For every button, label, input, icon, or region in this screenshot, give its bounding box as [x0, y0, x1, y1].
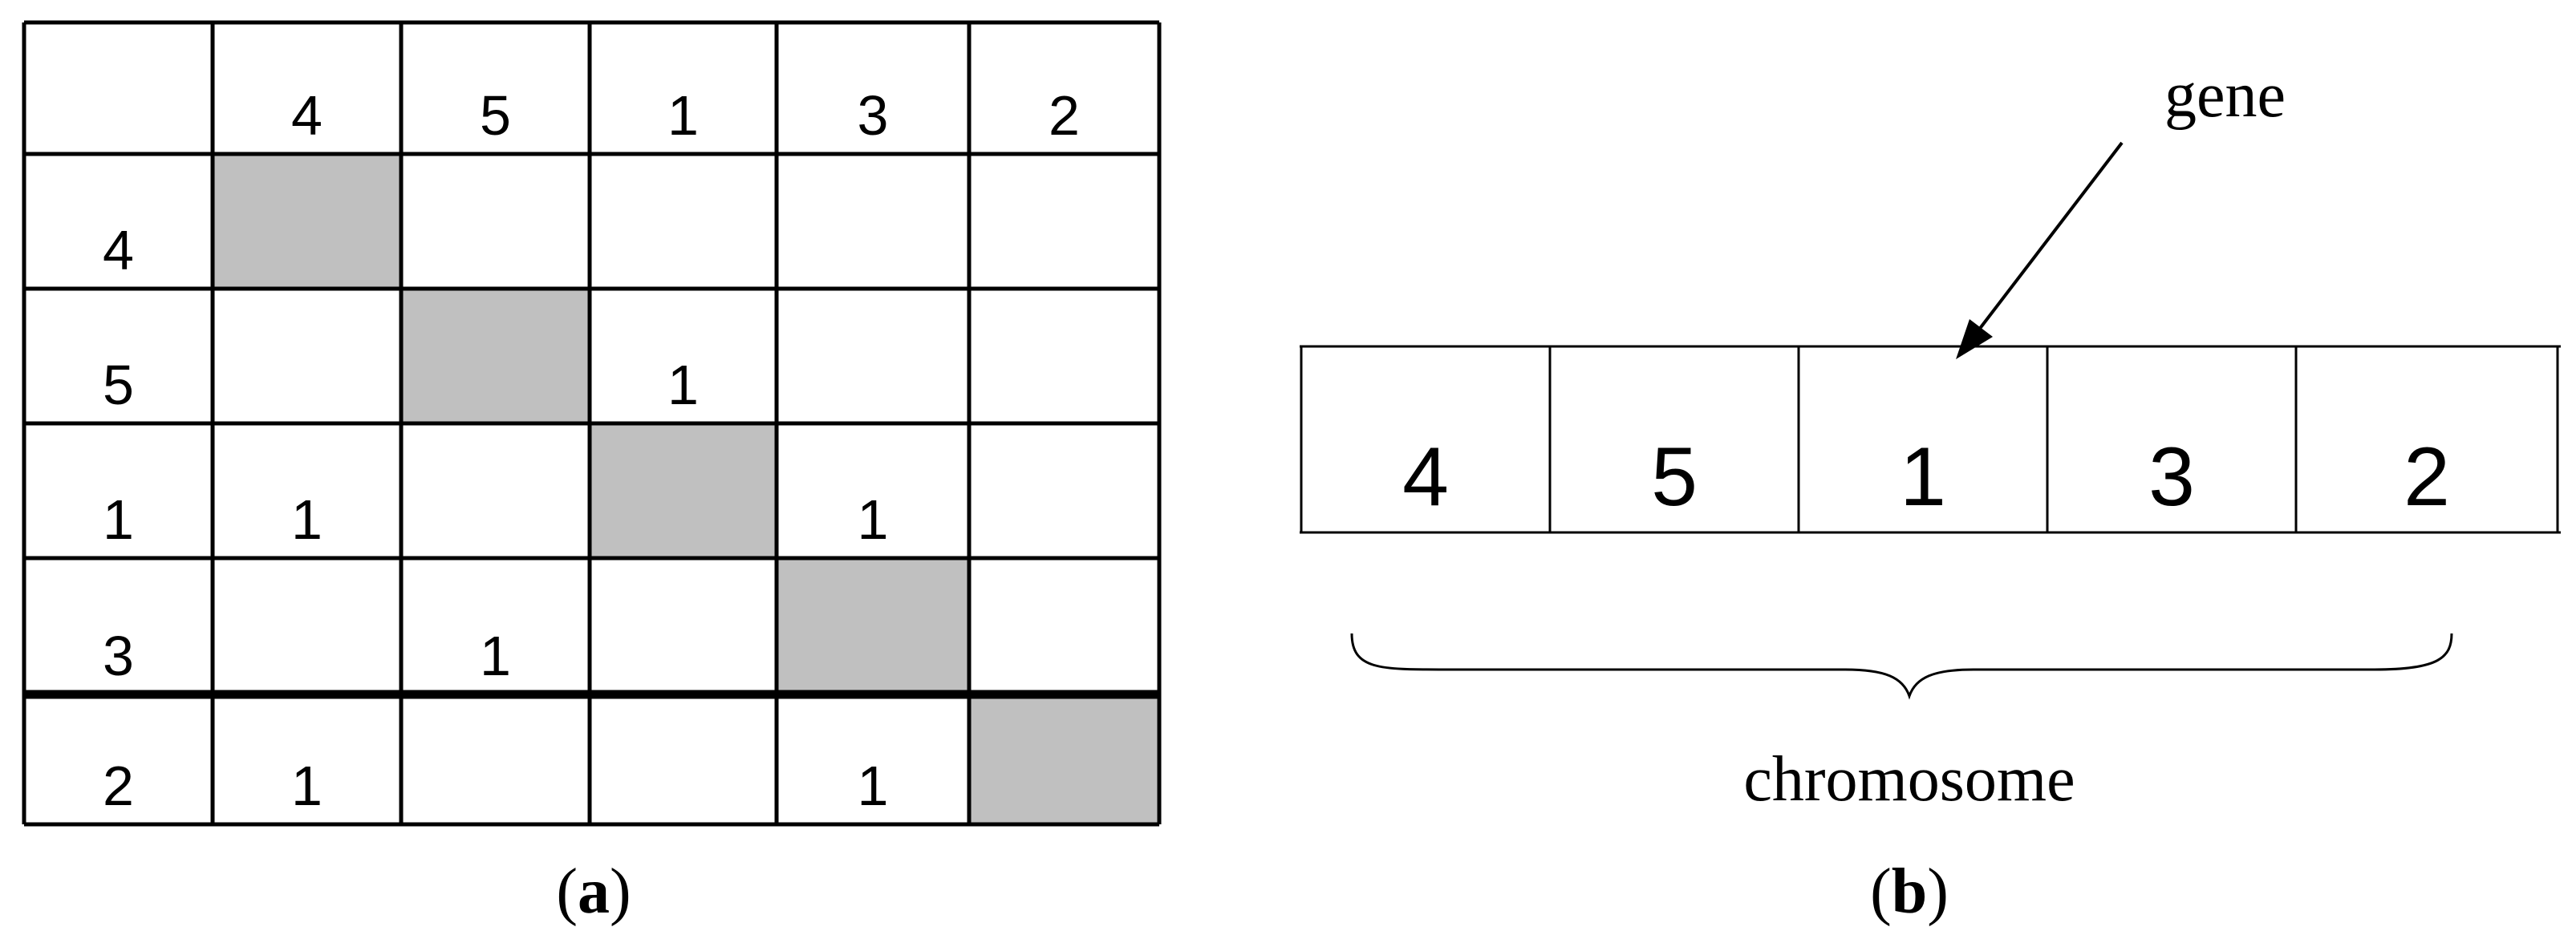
panel-b-label: (b) — [1870, 856, 1949, 927]
panel-a-label: (a) — [556, 856, 631, 927]
gene-value: 5 — [1651, 431, 1698, 524]
col-header: 1 — [667, 84, 699, 147]
diagonal-cell — [401, 289, 590, 423]
matrix-cell-value: 1 — [480, 625, 511, 687]
diagonal-cell — [213, 154, 401, 289]
col-header: 3 — [858, 84, 889, 147]
panel-b-letter: b — [1892, 856, 1928, 927]
col-header: 5 — [480, 84, 511, 147]
panel-a-letter: a — [578, 856, 610, 927]
gene-value: 2 — [2404, 431, 2450, 524]
matrix-cell-value: 1 — [667, 354, 699, 416]
chromosome-label: chromosome — [1743, 744, 2075, 815]
gene-arrow-head — [1956, 319, 1993, 359]
panel-b-chromosome: 4 5 1 3 2 gene chromosome — [1300, 60, 2561, 815]
row-header: 1 — [103, 488, 134, 551]
matrix-cell-value: 1 — [858, 488, 889, 551]
row-header: 2 — [103, 755, 134, 817]
gene-dividers — [1300, 346, 2559, 532]
gene-label: gene — [2164, 60, 2286, 131]
matrix-cell-value: 1 — [858, 755, 889, 817]
gene-arrow-shaft — [1972, 141, 2124, 338]
col-header: 4 — [291, 84, 323, 147]
diagonal-cell — [969, 694, 1159, 824]
diagonal-cell — [590, 423, 777, 558]
row-header: 5 — [103, 354, 134, 416]
col-header: 2 — [1049, 84, 1080, 147]
row-header: 3 — [103, 625, 134, 687]
matrix-cell-value: 1 — [291, 755, 323, 817]
diagonal-cell — [777, 558, 969, 694]
row-header: 4 — [103, 219, 134, 281]
panel-a-matrix: 4 5 1 3 2 4 5 1 1 1 1 3 1 2 1 1 — [22, 20, 1162, 827]
matrix-cell-value: 1 — [291, 488, 323, 551]
gene-value: 1 — [1900, 431, 1946, 524]
gene-values: 4 5 1 3 2 — [1402, 431, 2450, 524]
gene-value: 4 — [1402, 431, 1449, 524]
chromosome-brace — [1350, 633, 2453, 700]
gene-value: 3 — [2148, 431, 2195, 524]
